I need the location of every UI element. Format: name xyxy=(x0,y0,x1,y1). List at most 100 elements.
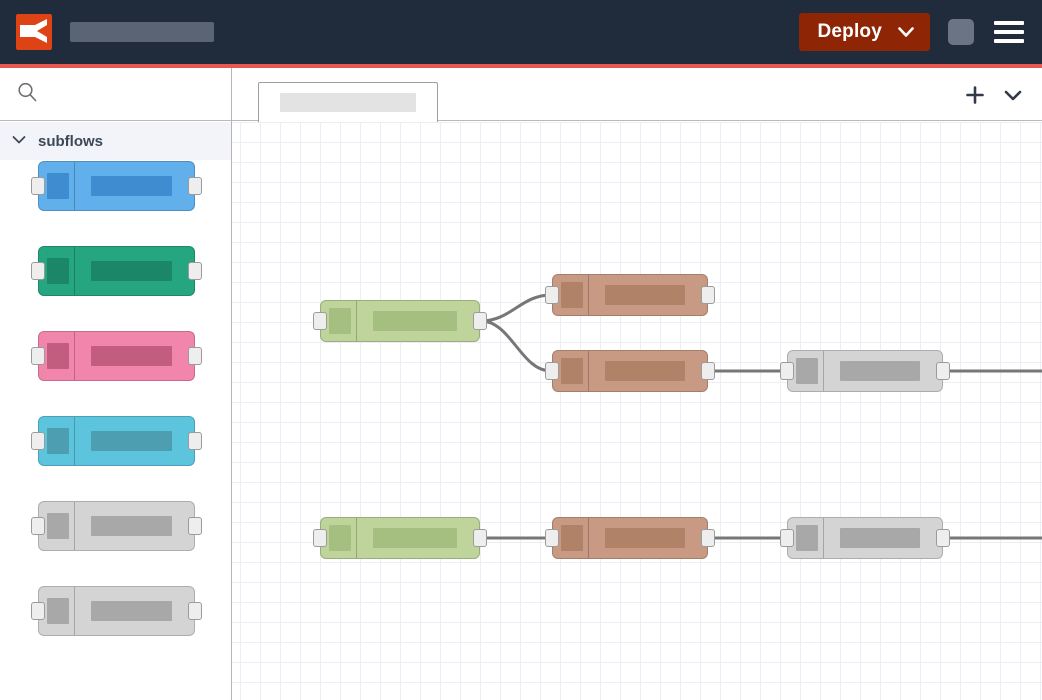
hamburger-menu-icon[interactable] xyxy=(994,21,1024,43)
palette-node-3[interactable] xyxy=(31,331,202,381)
flow-node-green-1-icon-box xyxy=(321,301,357,341)
palette-node-6-output-port[interactable] xyxy=(188,602,202,620)
palette-node-4-label xyxy=(91,431,172,451)
menu-bar-3 xyxy=(994,39,1024,43)
flow-node-grey-2-icon-box xyxy=(788,518,824,558)
palette-node-4-output-port[interactable] xyxy=(188,432,202,450)
palette-node-4-input-port[interactable] xyxy=(31,432,45,450)
palette-node-3-input-port[interactable] xyxy=(31,347,45,365)
header-accent-underline xyxy=(0,64,1042,68)
palette-node-1[interactable] xyxy=(31,161,202,211)
menu-bar-2 xyxy=(994,30,1024,34)
flow-node-green-2-output-port[interactable] xyxy=(473,529,487,547)
palette-node-2-input-port[interactable] xyxy=(31,262,45,280)
flow-node-salmon-3-type-icon xyxy=(561,525,583,551)
palette-node-3-output-port[interactable] xyxy=(188,347,202,365)
palette-node-6-type-icon xyxy=(47,598,69,624)
flow-node-salmon-1-input-port[interactable] xyxy=(545,286,559,304)
flow-node-grey-1-input-port[interactable] xyxy=(780,362,794,380)
palette-node-3-type-icon xyxy=(47,343,69,369)
flow-node-grey-2-input-port[interactable] xyxy=(780,529,794,547)
palette-node-6-input-port[interactable] xyxy=(31,602,45,620)
palette-node-6[interactable] xyxy=(31,586,202,636)
chevron-down-icon xyxy=(12,132,26,150)
flow-node-salmon-3-output-port[interactable] xyxy=(701,529,715,547)
palette-category-label: subflows xyxy=(38,132,104,150)
palette-node-2-icon-box xyxy=(39,247,75,295)
palette-node-4[interactable] xyxy=(31,416,202,466)
palette-node-1-input-port[interactable] xyxy=(31,177,45,195)
palette-category-subflows[interactable]: subflows xyxy=(0,122,231,160)
flow-node-salmon-2[interactable] xyxy=(545,350,715,392)
flow-node-salmon-2-label xyxy=(605,361,685,381)
flow-node-salmon-1[interactable] xyxy=(545,274,715,316)
palette-search-input[interactable] xyxy=(0,68,231,121)
flow-node-grey-1-label xyxy=(840,361,920,381)
app-header: Deploy xyxy=(0,0,1042,64)
deploy-button-label: Deploy xyxy=(817,21,882,42)
palette-sidebar: subflows xyxy=(0,68,232,700)
palette-node-1-label xyxy=(91,176,172,196)
flow-node-grey-2[interactable] xyxy=(780,517,950,559)
palette-node-2-output-port[interactable] xyxy=(188,262,202,280)
flow-node-green-2-input-port[interactable] xyxy=(313,529,327,547)
flow-node-green-2[interactable] xyxy=(313,517,487,559)
flow-node-salmon-2-type-icon xyxy=(561,358,583,384)
palette-node-3-label xyxy=(91,346,172,366)
palette-node-5-type-icon xyxy=(47,513,69,539)
flow-node-grey-2-output-port[interactable] xyxy=(936,529,950,547)
flow-node-salmon-3-icon-box xyxy=(553,518,589,558)
flow-node-grey-2-label xyxy=(840,528,920,548)
flow-node-salmon-3-input-port[interactable] xyxy=(545,529,559,547)
wire-n1-n2[interactable] xyxy=(479,293,553,323)
flow-node-green-1-label xyxy=(373,311,457,331)
flow-node-salmon-2-input-port[interactable] xyxy=(545,362,559,380)
palette-node-5-input-port[interactable] xyxy=(31,517,45,535)
deploy-button[interactable]: Deploy xyxy=(799,13,930,51)
node-red-logo-icon[interactable] xyxy=(16,14,52,50)
flow-node-salmon-1-type-icon xyxy=(561,282,583,308)
palette-node-2-label xyxy=(91,261,172,281)
flow-node-green-2-label xyxy=(373,528,457,548)
tab-menu-chevron-glyph xyxy=(1004,90,1022,101)
flow-node-green-1-output-port[interactable] xyxy=(473,312,487,330)
palette-node-5[interactable] xyxy=(31,501,202,551)
plus-glyph xyxy=(966,86,984,104)
chevron-down-icon[interactable] xyxy=(1002,84,1024,106)
plus-icon[interactable] xyxy=(964,84,986,106)
flow-node-grey-1-output-port[interactable] xyxy=(936,362,950,380)
palette-node-6-label xyxy=(91,601,172,621)
chevron-down-icon[interactable] xyxy=(898,26,914,38)
palette-node-5-output-port[interactable] xyxy=(188,517,202,535)
app-title-placeholder xyxy=(70,22,214,42)
palette-node-1-output-port[interactable] xyxy=(188,177,202,195)
flow-node-salmon-1-label xyxy=(605,285,685,305)
flow-node-salmon-3[interactable] xyxy=(545,517,715,559)
flow-canvas[interactable] xyxy=(232,122,1042,700)
flow-node-grey-1-icon-box xyxy=(788,351,824,391)
flow-workspace xyxy=(232,68,1042,700)
flow-node-green-1[interactable] xyxy=(313,300,487,342)
search-icon xyxy=(16,81,38,108)
flow-node-salmon-1-icon-box xyxy=(553,275,589,315)
search-glyph xyxy=(18,82,37,101)
flow-node-green-1-input-port[interactable] xyxy=(313,312,327,330)
palette-node-1-icon-box xyxy=(39,162,75,210)
flow-tab-1-label xyxy=(280,93,416,112)
flow-tab-1[interactable] xyxy=(258,82,438,122)
palette-node-4-icon-box xyxy=(39,417,75,465)
flow-node-grey-1[interactable] xyxy=(780,350,950,392)
palette-node-5-label xyxy=(91,516,172,536)
flow-node-salmon-1-output-port[interactable] xyxy=(701,286,715,304)
flow-node-salmon-2-output-port[interactable] xyxy=(701,362,715,380)
chevron-down-glyph xyxy=(898,26,914,37)
palette-node-5-icon-box xyxy=(39,502,75,550)
wire-n1-n3[interactable] xyxy=(479,319,553,373)
flow-node-salmon-2-icon-box xyxy=(553,351,589,391)
palette-node-2[interactable] xyxy=(31,246,202,296)
palette-node-3-icon-box xyxy=(39,332,75,380)
palette-node-1-type-icon xyxy=(47,173,69,199)
menu-bar-1 xyxy=(994,21,1024,25)
user-avatar-icon[interactable] xyxy=(948,19,974,45)
